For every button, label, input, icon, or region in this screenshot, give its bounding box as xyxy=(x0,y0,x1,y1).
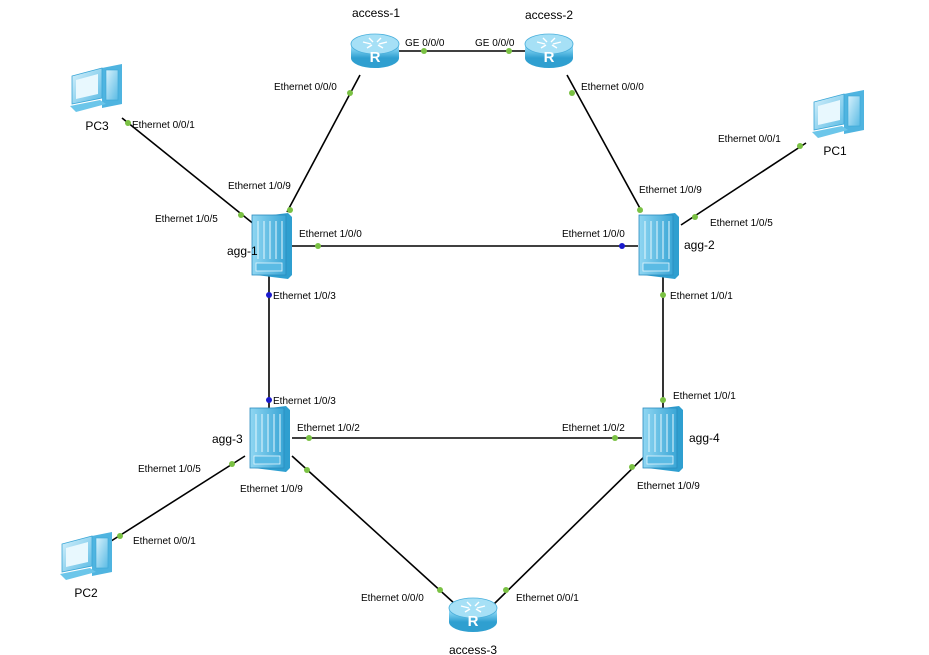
port-dot xyxy=(266,292,272,298)
device-label: agg-2 xyxy=(684,238,715,252)
port-dot xyxy=(506,48,512,54)
device-label: agg-3 xyxy=(212,432,243,446)
port-label: GE 0/0/0 xyxy=(475,38,515,49)
device-label: agg-4 xyxy=(689,431,720,445)
port-dot xyxy=(304,467,310,473)
port-dot xyxy=(266,397,272,403)
link-pc1-agg2 xyxy=(680,142,807,226)
switch-icon xyxy=(642,405,684,473)
device-agg-3[interactable]: agg-3 xyxy=(212,405,291,473)
switch-icon xyxy=(638,212,680,280)
port-label: Ethernet 1/0/0 xyxy=(299,229,362,240)
port-label: Ethernet 1/0/5 xyxy=(138,464,201,475)
port-label: Ethernet 0/0/1 xyxy=(132,120,195,131)
router-icon xyxy=(350,33,400,69)
port-dot xyxy=(238,212,244,218)
pc-icon xyxy=(59,531,113,581)
port-label: Ethernet 1/0/9 xyxy=(228,181,291,192)
port-label: Ethernet 1/0/5 xyxy=(155,214,218,225)
port-dot xyxy=(117,533,123,539)
port-dot xyxy=(125,120,131,126)
port-dot xyxy=(619,243,625,249)
port-dot xyxy=(287,207,293,213)
port-labels: GE 0/0/0 GE 0/0/0 Ethernet 0/0/0 Etherne… xyxy=(132,38,781,604)
device-label: PC2 xyxy=(74,586,98,600)
port-dot xyxy=(660,397,666,403)
port-label: Ethernet 1/0/9 xyxy=(240,484,303,495)
router-icon xyxy=(448,597,498,633)
port-dot xyxy=(437,587,443,593)
device-access-3[interactable]: access-3 xyxy=(448,597,498,655)
port-dot xyxy=(797,143,803,149)
port-dot xyxy=(229,461,235,467)
device-label: PC3 xyxy=(85,119,109,133)
device-agg-2[interactable]: agg-2 xyxy=(638,212,715,280)
port-label: Ethernet 1/0/2 xyxy=(297,423,360,434)
device-label: agg-1 xyxy=(227,244,258,258)
port-dots xyxy=(117,48,803,593)
link-access2-agg2 xyxy=(566,74,643,213)
port-label: Ethernet 0/0/1 xyxy=(516,593,579,604)
device-pc2[interactable]: PC2 xyxy=(59,531,113,600)
port-label: Ethernet 1/0/5 xyxy=(710,218,773,229)
port-label: Ethernet 1/0/0 xyxy=(562,229,625,240)
port-dot xyxy=(692,214,698,220)
device-pc3[interactable]: PC3 xyxy=(69,63,123,133)
link-access1-agg1 xyxy=(286,74,361,213)
port-dot xyxy=(629,464,635,470)
link-pc3-agg1 xyxy=(121,117,256,226)
port-label: Ethernet 1/0/1 xyxy=(670,291,733,302)
port-label: Ethernet 1/0/3 xyxy=(273,396,336,407)
port-dot xyxy=(503,587,509,593)
pc-icon xyxy=(69,63,123,113)
port-label: Ethernet 0/0/1 xyxy=(718,134,781,145)
port-dot xyxy=(347,90,353,96)
port-dot xyxy=(637,207,643,213)
switch-icon xyxy=(251,212,293,280)
device-agg-4[interactable]: agg-4 xyxy=(642,405,720,473)
port-dot xyxy=(660,292,666,298)
link-agg4-access3 xyxy=(493,455,646,605)
links xyxy=(107,50,807,605)
pc-icon xyxy=(811,89,865,139)
port-dot xyxy=(306,435,312,441)
device-access-1[interactable]: access-1 xyxy=(350,6,400,69)
link-agg3-pc2 xyxy=(107,455,246,544)
port-dot xyxy=(612,435,618,441)
link-agg3-access3 xyxy=(291,455,456,605)
port-label: Ethernet 0/0/1 xyxy=(133,536,196,547)
port-label: Ethernet 1/0/2 xyxy=(562,423,625,434)
port-label: Ethernet 0/0/0 xyxy=(361,593,424,604)
switch-icon xyxy=(249,405,291,473)
port-label: Ethernet 0/0/0 xyxy=(581,82,644,93)
port-label: Ethernet 1/0/9 xyxy=(639,185,702,196)
port-label: Ethernet 1/0/9 xyxy=(637,481,700,492)
port-dot xyxy=(315,243,321,249)
device-label: access-3 xyxy=(449,643,497,655)
router-icon xyxy=(524,33,574,69)
port-label: GE 0/0/0 xyxy=(405,38,445,49)
device-label: PC1 xyxy=(823,144,847,158)
device-label: access-2 xyxy=(525,8,573,22)
port-label: Ethernet 1/0/3 xyxy=(273,291,336,302)
device-access-2[interactable]: access-2 xyxy=(524,8,574,69)
port-dot xyxy=(421,48,427,54)
port-label: Ethernet 0/0/0 xyxy=(274,82,337,93)
device-label: access-1 xyxy=(352,6,400,20)
port-dot xyxy=(569,90,575,96)
device-agg-1[interactable]: agg-1 xyxy=(227,212,293,280)
port-label: Ethernet 1/0/1 xyxy=(673,391,736,402)
device-pc1[interactable]: PC1 xyxy=(811,89,865,158)
